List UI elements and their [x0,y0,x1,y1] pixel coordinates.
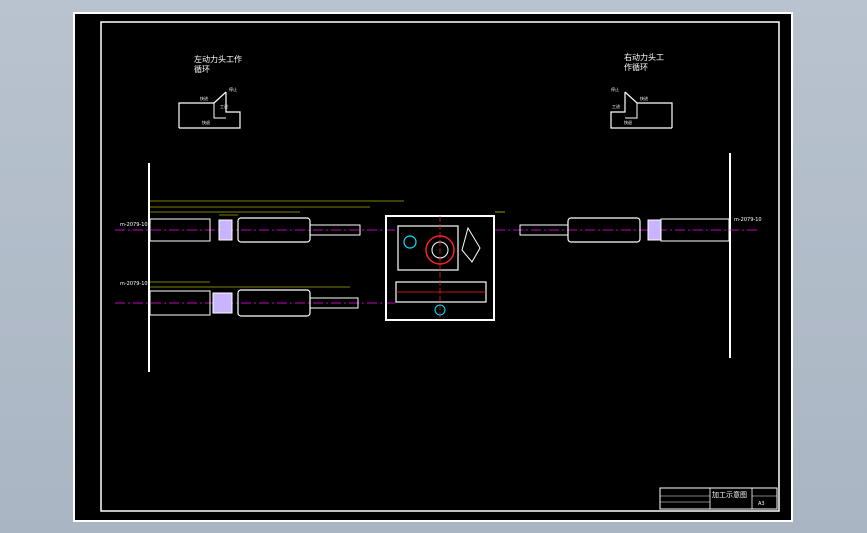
upper-left-tool-assembly: m-2079-10 [115,200,404,243]
title-block-drawing-name: 加工示意图 [712,490,747,499]
left-cycle-title-2: 循环 [194,64,210,74]
left-work-feed-label: 工进 [220,103,228,109]
inner-frame [100,21,780,512]
upper-left-tool-spec: m-2079-10 [120,222,148,228]
right-work-feed-label: 工进 [612,103,620,109]
left-stop-label: 停止 [229,86,237,92]
right-fast-forward-label: 快进 [640,95,648,101]
right-stop-label: 停止 [611,86,619,92]
title-block: 加工示意图 A3 [659,487,778,510]
upper-right-tool-assembly: m-2079-10 [495,211,762,243]
right-fast-return-label: 快退 [624,119,632,125]
upper-right-tool-spec: m-2079-10 [734,217,762,223]
left-fast-return-label: 快退 [202,119,210,125]
drawing-sheet [73,12,793,522]
left-cycle-title-1: 左动力头工作 [194,54,242,64]
right-cycle-title-2: 作循环 [624,62,648,72]
left-fast-forward-label: 快进 [200,95,208,101]
left-cycle-diagram: 左动力头工作 循环 快进 停止 工进 快退 [178,54,242,129]
right-cycle-title-1: 右动力头工 [624,52,664,62]
workpiece-section [385,215,495,321]
title-block-sheet: A3 [758,501,765,507]
lower-left-tool-assembly: m-2079-10 [115,281,395,317]
right-cycle-diagram: 右动力头工 作循环 快进 停止 工进 快退 [610,52,673,129]
lower-left-tool-spec: m-2079-10 [120,281,148,287]
